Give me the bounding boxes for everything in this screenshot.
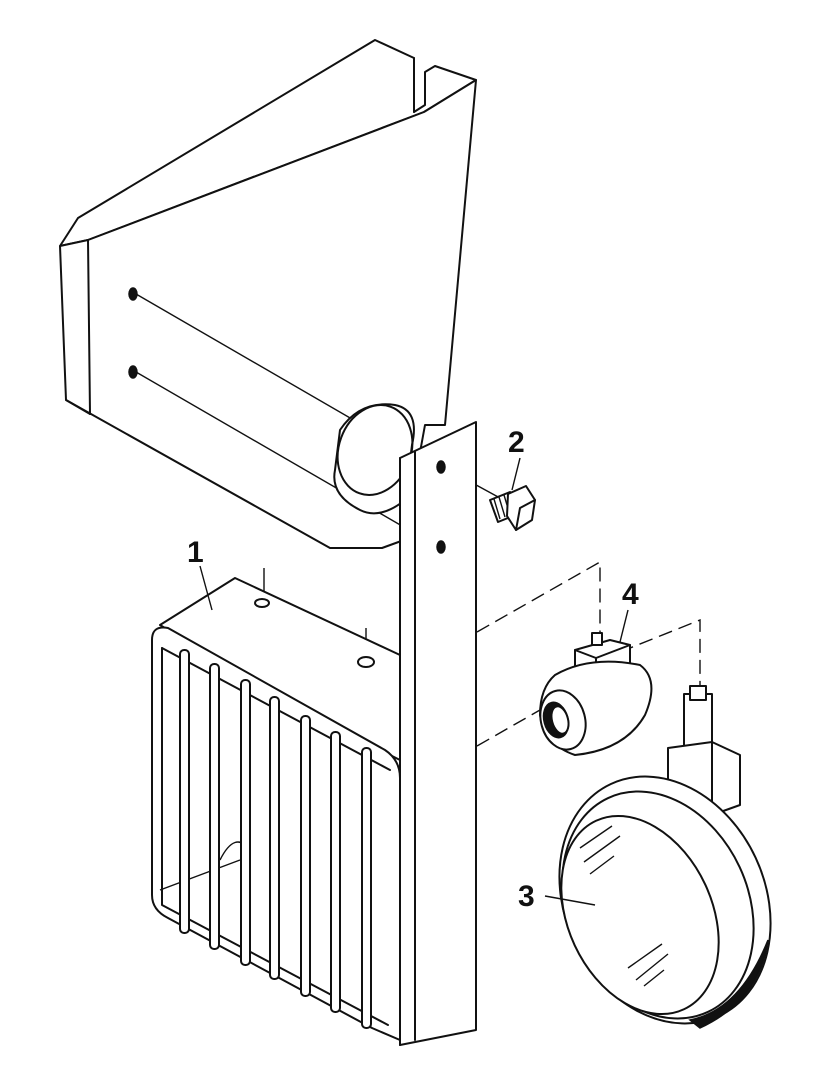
lamp [558,685,772,1029]
leader-1 [199,565,213,611]
callout-1: 1 [187,536,204,569]
bracket-top-hole-1 [254,598,270,608]
panel-hole-lower [128,365,138,379]
bracket [151,421,477,1046]
callout-2: 2 [508,426,525,459]
grille-bars [179,649,372,1029]
bracket-hole-upper [436,460,446,474]
leader-2 [511,457,521,491]
leader-4 [619,609,629,643]
callout-4: 4 [622,578,639,611]
callouts: 1 2 3 4 [187,426,639,913]
bolt [489,485,536,531]
bracket-top-hole-2 [357,656,375,668]
bracket-hole-lower [436,540,446,554]
panel-hole-upper [128,287,138,301]
swivel-mount [539,632,653,756]
callout-3: 3 [518,880,535,913]
leader-3 [544,895,596,906]
